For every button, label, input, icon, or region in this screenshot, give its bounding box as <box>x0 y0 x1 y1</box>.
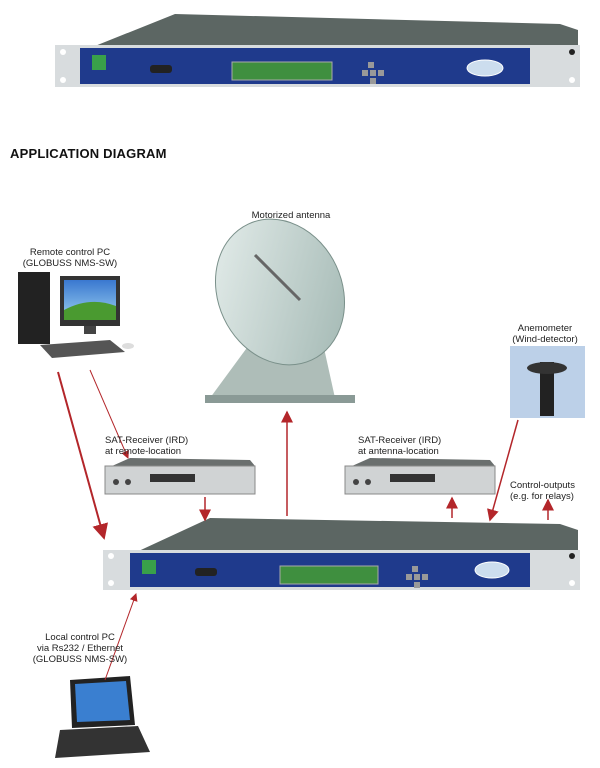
arrow-anemometer-to-controller <box>487 419 519 522</box>
controller-device-main <box>103 518 580 590</box>
anemometer-label-line1: Anemometer <box>517 323 573 334</box>
anemometer-image <box>510 346 585 418</box>
arrow-remote-pc-to-controller <box>57 371 108 540</box>
sat-remote-label: SAT-Receiver (IRD) at remote-location <box>105 435 225 457</box>
sat-antenna-label-line2: at antenna-location <box>358 446 439 457</box>
motorized-antenna-image <box>205 218 355 403</box>
laptop-image <box>55 676 150 758</box>
sat-receiver-remote-image <box>104 458 256 495</box>
local-pc-label-line2: via Rs232 / Ethernet <box>36 643 124 654</box>
local-pc-label: Local control PC via Rs232 / Ethernet (G… <box>20 632 140 665</box>
local-pc-label-line1: Local control PC <box>45 632 115 643</box>
remote-pc-label-line1: Remote control PC <box>29 247 111 258</box>
control-outputs-label-line2: (e.g. for relays) <box>510 491 574 502</box>
sat-remote-label-line1: SAT-Receiver (IRD) <box>105 435 189 446</box>
antenna-label-text: Motorized antenna <box>251 210 331 221</box>
remote-control-pc-image <box>18 272 134 358</box>
sat-antenna-label: SAT-Receiver (IRD) at antenna-location <box>358 435 478 457</box>
antenna-label: Motorized antenna <box>221 210 361 221</box>
local-pc-label-line3: (GLOBUSS NMS-SW) <box>32 654 128 665</box>
control-outputs-label-line1: Control-outputs <box>510 480 575 491</box>
anemometer-label: Anemometer (Wind-detector) <box>490 323 600 345</box>
control-outputs-label: Control-outputs (e.g. for relays) <box>510 480 600 502</box>
arrow-remote-pc-to-sat-remote <box>89 369 129 459</box>
sat-antenna-label-line1: SAT-Receiver (IRD) <box>358 435 442 446</box>
arrow-laptop-to-controller <box>104 593 138 681</box>
sat-remote-label-line2: at remote-location <box>105 446 182 457</box>
remote-pc-label: Remote control PC (GLOBUSS NMS-SW) <box>5 247 135 269</box>
page-title: APPLICATION DIAGRAM <box>10 146 167 161</box>
remote-pc-label-line2: (GLOBUSS NMS-SW) <box>22 258 118 269</box>
controller-device-top <box>55 14 580 87</box>
anemometer-label-line2: (Wind-detector) <box>512 334 578 345</box>
sat-receiver-antenna-image <box>344 458 496 495</box>
